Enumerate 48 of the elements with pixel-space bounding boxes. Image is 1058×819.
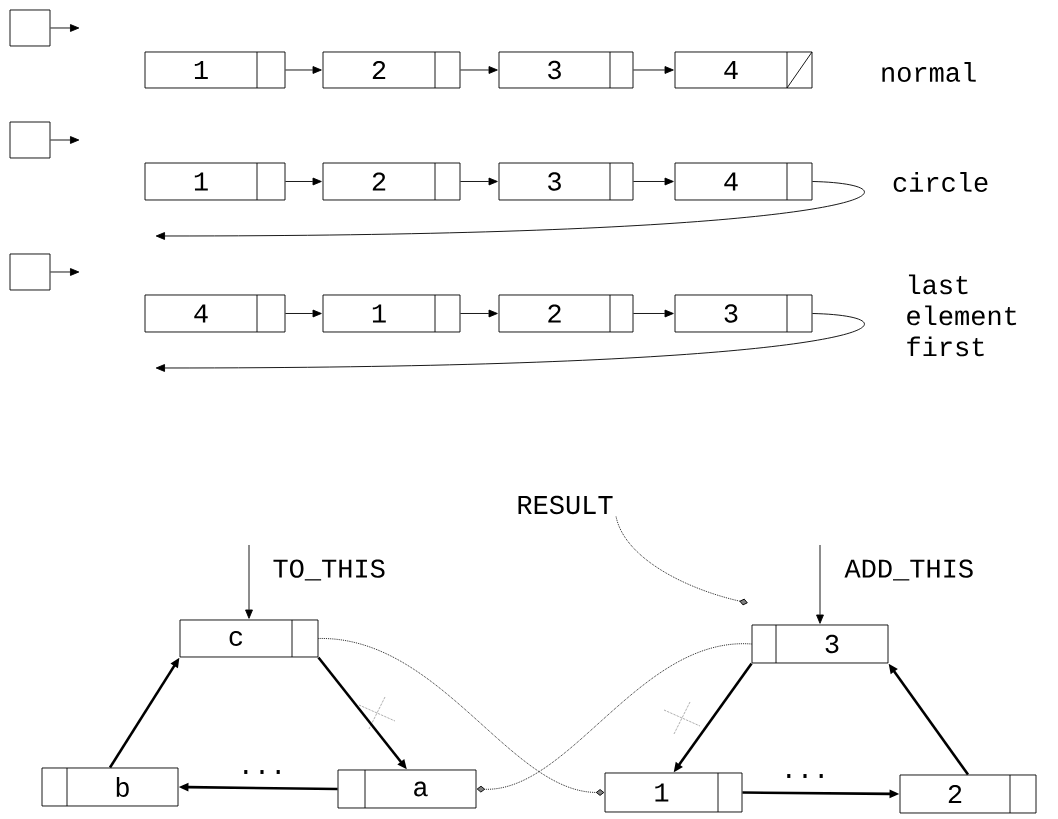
head-pointer-box bbox=[9, 121, 51, 159]
arrow bbox=[633, 309, 674, 318]
arrow bbox=[460, 309, 498, 318]
row-label: last element first bbox=[907, 274, 1017, 357]
list-node: 4 bbox=[144, 294, 286, 333]
list-node: 1 bbox=[322, 294, 461, 333]
dotted-pointer bbox=[615, 516, 748, 606]
dotted-pointer bbox=[476, 643, 752, 793]
list-node: a bbox=[337, 769, 477, 809]
arrow bbox=[460, 177, 498, 186]
arrow bbox=[50, 268, 80, 276]
list-node: 3 bbox=[674, 294, 813, 333]
arrow bbox=[633, 66, 674, 74]
list-node: 3 bbox=[498, 162, 634, 201]
list-node: 1 bbox=[604, 772, 743, 813]
list-node: 2 bbox=[322, 162, 461, 201]
arrow bbox=[155, 313, 865, 372]
list-node: 2 bbox=[322, 51, 461, 89]
arrow bbox=[50, 136, 80, 144]
list-node: 2 bbox=[899, 774, 1037, 814]
list-node: c bbox=[179, 619, 319, 658]
list-node: 1 bbox=[144, 51, 286, 89]
edge-label: TO_THIS bbox=[273, 559, 385, 581]
arrow bbox=[285, 309, 322, 318]
list-node: b bbox=[41, 767, 179, 807]
annotation-text: RESULT bbox=[518, 495, 613, 515]
list-node: 4 bbox=[674, 162, 813, 201]
arrow bbox=[285, 66, 322, 74]
head-pointer-box bbox=[9, 253, 51, 291]
arrow bbox=[50, 24, 80, 32]
row-label: circle bbox=[893, 172, 988, 192]
list-node: 2 bbox=[498, 294, 634, 333]
arrow bbox=[245, 544, 253, 619]
row-label: normal bbox=[882, 62, 976, 82]
list-node: 3 bbox=[751, 624, 889, 664]
head-pointer-box bbox=[9, 9, 51, 47]
arrow bbox=[155, 181, 865, 240]
edge-label: ADD_THIS bbox=[844, 559, 973, 581]
arrow bbox=[633, 177, 674, 186]
edge-label: ... bbox=[787, 774, 823, 778]
list-node: 3 bbox=[498, 51, 634, 89]
list-node: 1 bbox=[144, 162, 286, 201]
edge-label: ... bbox=[244, 770, 280, 774]
arrow bbox=[816, 544, 824, 624]
arrow bbox=[460, 66, 498, 74]
arrow bbox=[285, 177, 322, 186]
list-node: 4 bbox=[674, 51, 813, 89]
dotted-pointer bbox=[318, 638, 605, 796]
